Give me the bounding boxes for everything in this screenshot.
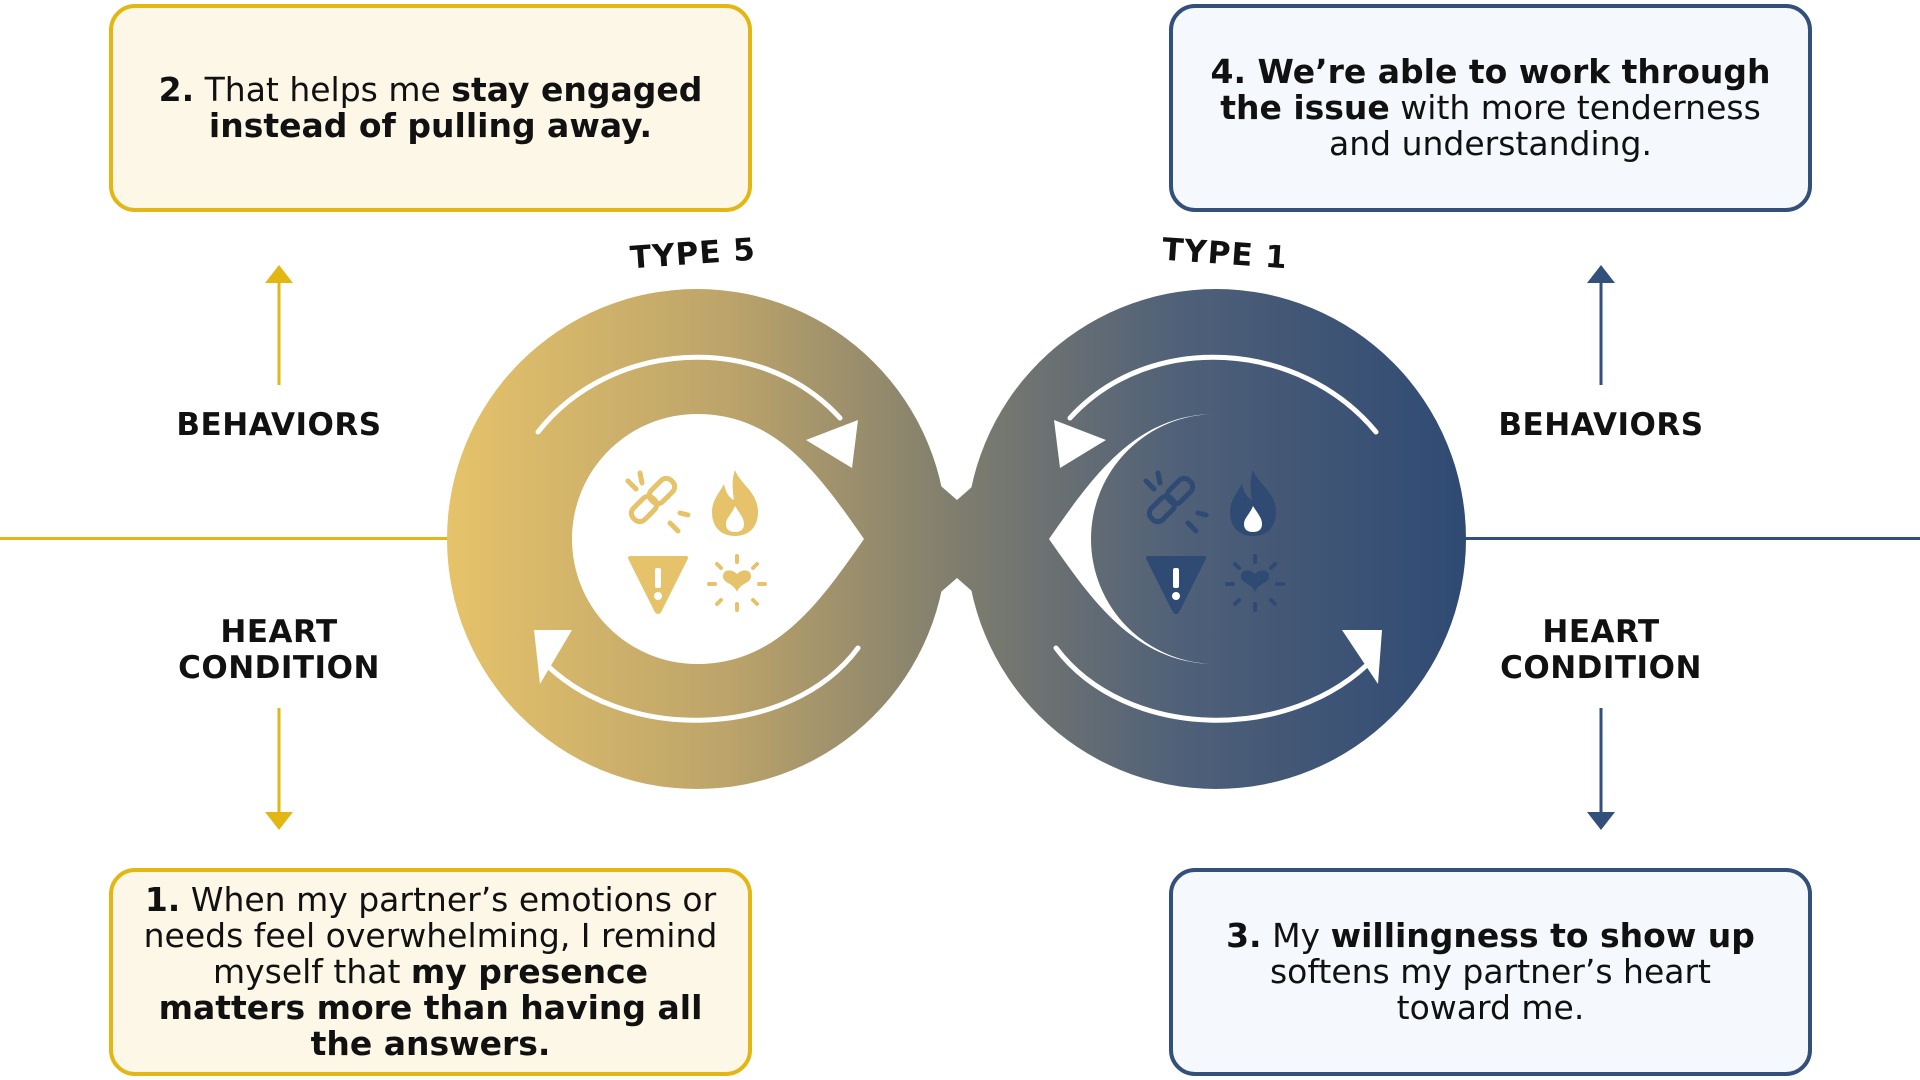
left-down-arrow — [265, 708, 293, 830]
right-up-arrow — [1587, 265, 1615, 385]
left-top-arc — [535, 354, 843, 435]
step-1-text-bold: my presence matters more than having all… — [158, 952, 703, 1063]
step-4-text: 4. We’re able to work through the issue … — [1209, 54, 1772, 162]
step-1-text-part1: When my partner’s emotions or needs feel… — [143, 880, 718, 991]
right-behaviors-label: BEHAVIORS — [1498, 407, 1704, 443]
right-bottom-arc — [1053, 645, 1377, 723]
right-down-arrow — [1587, 708, 1615, 830]
left-bottom-arrowhead — [534, 630, 572, 684]
left-heart-condition-label: HEART CONDITION — [139, 614, 419, 686]
step-2-number: 2. — [158, 70, 195, 109]
step-1-number: 1. — [144, 880, 181, 919]
step-1-text: 1. When my partner’s emotions or needs f… — [141, 882, 720, 1062]
flame-icon — [712, 470, 758, 536]
step-3-text: 3. My willingness to show up softens my … — [1209, 918, 1772, 1026]
left-horizontal-line — [0, 537, 450, 540]
step-4-text-bold: 4. We’re able to work through the issue — [1210, 52, 1771, 127]
sparkle-heart-icon — [1225, 554, 1285, 612]
left-heart-line2: CONDITION — [178, 650, 380, 686]
sparkle-heart-icon — [707, 554, 767, 612]
right-top-arc — [1067, 354, 1379, 435]
left-top-arrowhead — [806, 420, 858, 468]
step-2-text-part1: That helps me — [194, 70, 452, 109]
step-2-text-bold: stay engaged instead of pulling away. — [208, 70, 703, 145]
left-up-arrow — [265, 265, 293, 385]
right-top-arrowhead — [1054, 420, 1106, 468]
step-3-text-bold: willingness to show up — [1330, 916, 1755, 955]
step-4-text-part1: with more tenderness and understanding. — [1329, 88, 1761, 163]
warning-icon — [628, 556, 688, 614]
step-3-number: 3. — [1226, 916, 1262, 955]
step-2-box: 2. That helps me stay engaged instead of… — [109, 4, 752, 212]
right-horizontal-line — [1460, 537, 1920, 540]
broken-link-icon — [1143, 470, 1209, 534]
right-inner-hole — [1049, 414, 1216, 664]
right-bottom-arrowhead — [1342, 630, 1382, 684]
right-heart-line2: CONDITION — [1500, 650, 1702, 686]
warning-icon — [1146, 556, 1206, 614]
flame-icon — [1230, 470, 1276, 536]
left-inner-hole — [572, 414, 864, 664]
step-3-text-part2: softens my partner’s heart toward me. — [1269, 952, 1711, 1027]
step-4-box: 4. We’re able to work through the issue … — [1169, 4, 1812, 212]
left-heart-line1: HEART — [220, 614, 338, 650]
broken-link-icon — [625, 470, 691, 534]
step-3-text-part1: My — [1261, 916, 1331, 955]
step-2-text: 2. That helps me stay engaged instead of… — [149, 72, 712, 144]
left-behaviors-label: BEHAVIORS — [176, 407, 382, 443]
right-heart-line1: HEART — [1542, 614, 1660, 650]
step-3-box: 3. My willingness to show up softens my … — [1169, 868, 1812, 1076]
step-1-box: 1. When my partner’s emotions or needs f… — [109, 868, 752, 1076]
left-bottom-arc — [537, 645, 861, 723]
right-heart-condition-label: HEART CONDITION — [1461, 614, 1741, 686]
